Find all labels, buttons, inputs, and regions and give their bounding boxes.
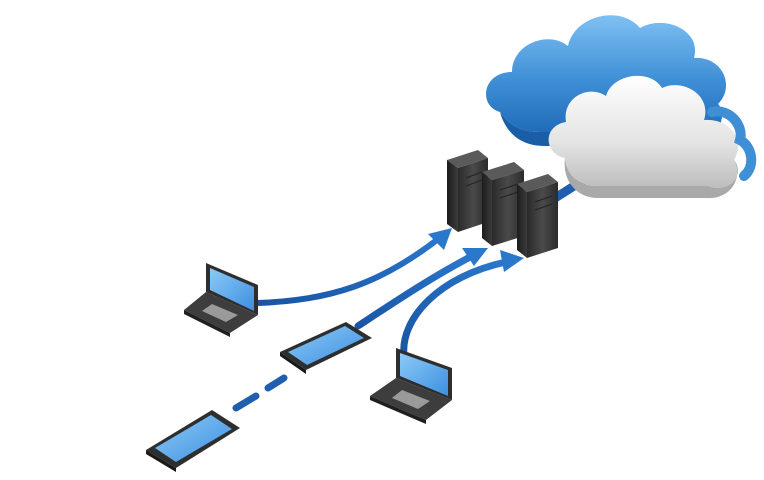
phone-bottom-icon [146,410,240,472]
arrow-tablet-to-server-2 [354,248,488,330]
laptop-right-icon [370,348,452,424]
laptop-left-icon [184,263,258,337]
arrow-laptop-left-to-server-1 [255,228,452,306]
arrow-laptop-right-to-server-3 [400,250,524,360]
tablet-middle-icon [280,322,372,374]
server-3-icon [517,174,558,258]
connection-phone-to-tablet [232,374,288,412]
cloud-front-icon [548,75,757,199]
server-1-icon [447,150,488,232]
server-2-icon [482,162,524,246]
